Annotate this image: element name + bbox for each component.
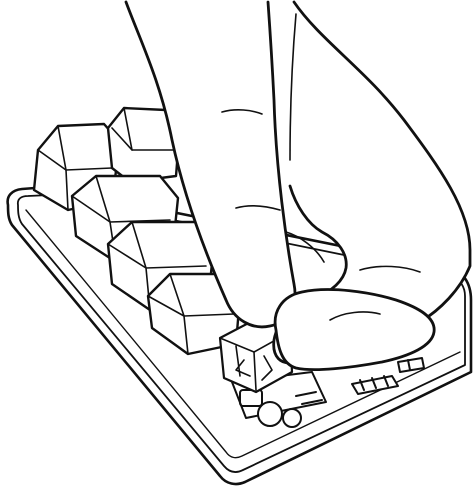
socket-hole (258, 402, 282, 426)
socket-hole (283, 409, 301, 427)
